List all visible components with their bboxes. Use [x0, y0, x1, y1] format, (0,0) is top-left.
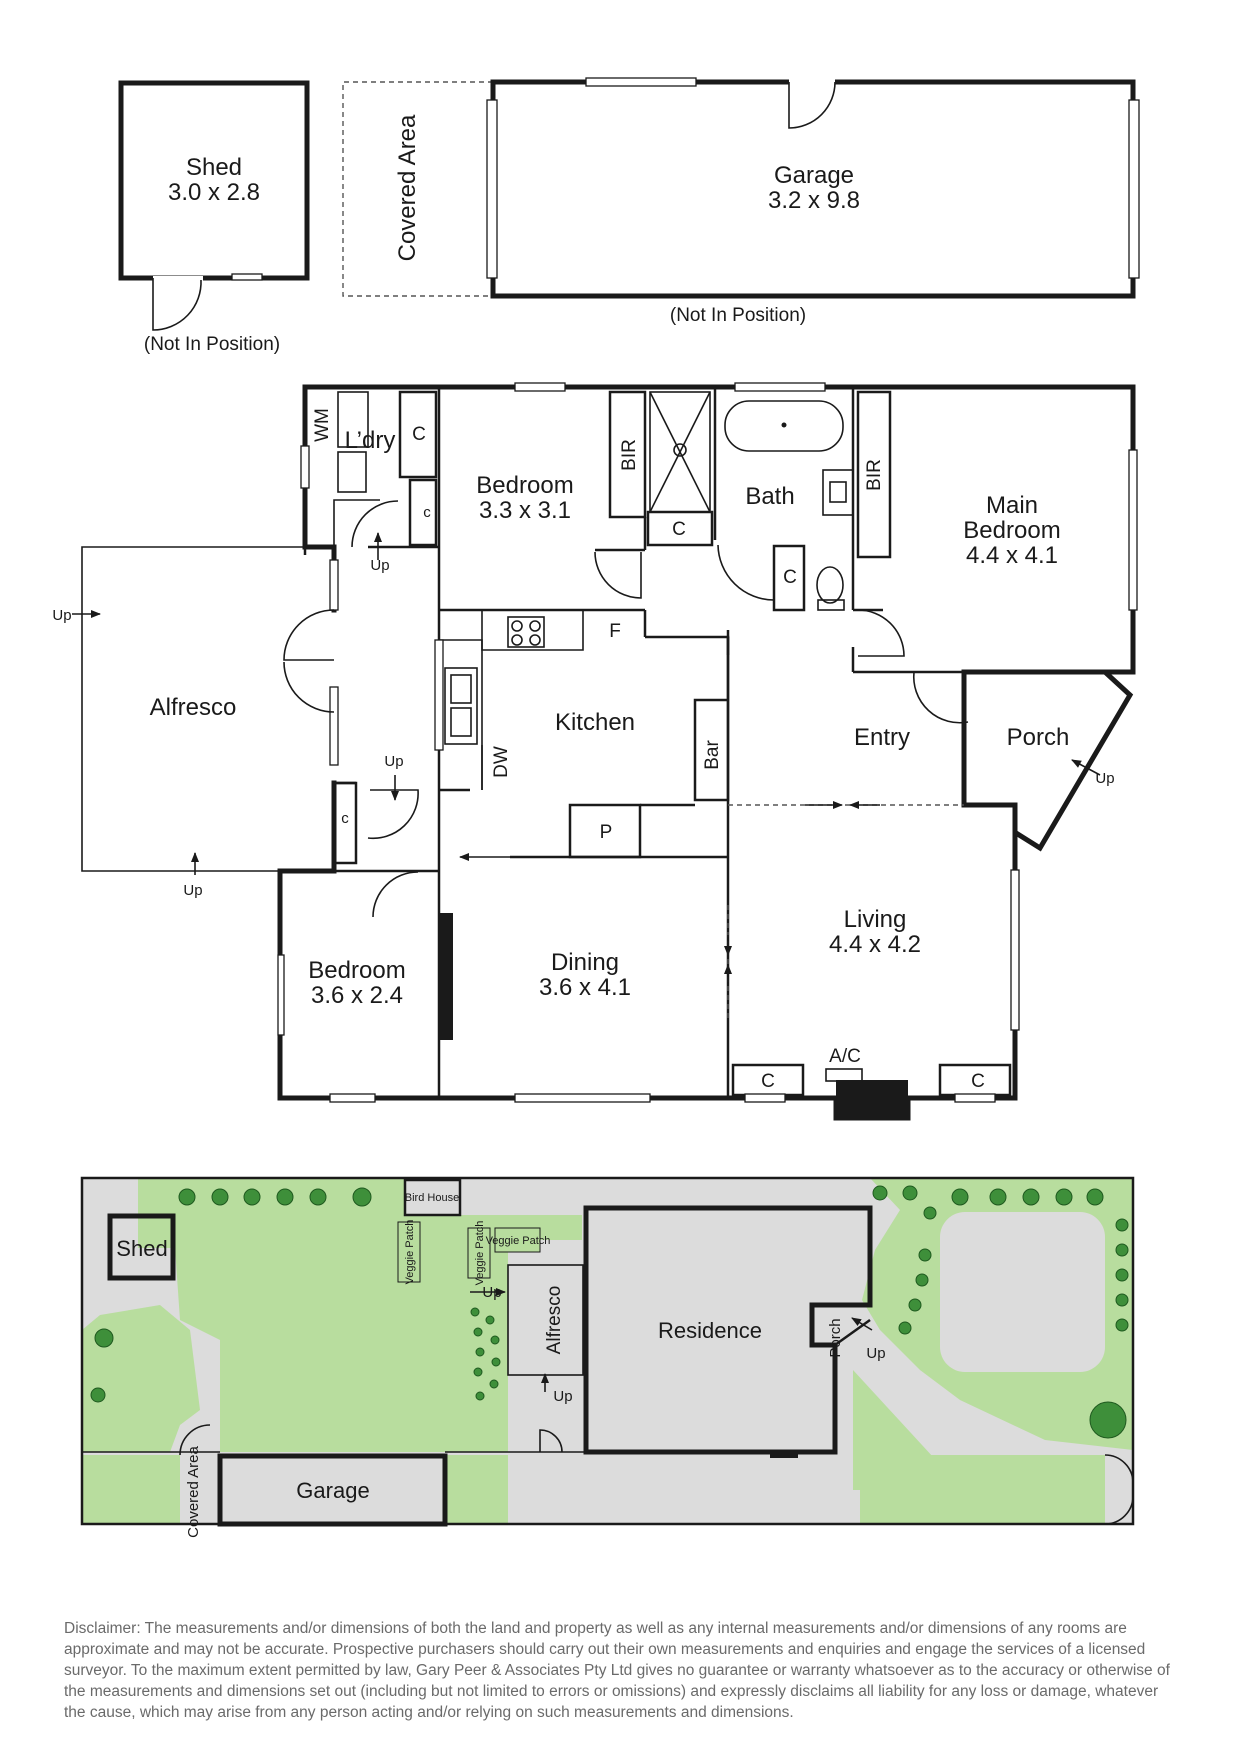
ac-label: A/C — [829, 1046, 861, 1067]
covered-area-label: Covered Area — [394, 114, 421, 261]
site-alfresco-label: Alfresco — [544, 1286, 565, 1355]
living-label: Living — [844, 906, 907, 933]
laundry-label: L’dry — [345, 427, 396, 454]
bedroom-bottom-label: Bedroom — [308, 957, 405, 984]
site-porch-label: Porch — [827, 1318, 844, 1357]
fridge-label: F — [609, 621, 621, 642]
entry-label: Entry — [854, 724, 910, 751]
hall-cupboard-label: c — [341, 810, 349, 827]
site-residence-label: Residence — [658, 1318, 762, 1343]
house-windows — [277, 382, 1138, 1103]
alfresco-outline — [81, 546, 305, 872]
wm-label: WM — [312, 408, 333, 442]
bir-bedroom-label: BIR — [619, 439, 640, 471]
up-hall: Up — [384, 753, 403, 770]
alfresco-label: Alfresco — [150, 694, 237, 721]
laundry-cupboard-label: C — [412, 424, 426, 445]
site-up-porch: Up — [866, 1345, 885, 1362]
garage-not-in-position: (Not In Position) — [670, 305, 806, 326]
bedroom-top-label: Bedroom — [476, 472, 573, 499]
shed-label: Shed — [186, 154, 242, 181]
up-alfresco-left: Up — [52, 607, 71, 624]
toilet-cupboard-label: C — [783, 567, 797, 588]
living-cupboard-left-label: C — [761, 1071, 775, 1092]
pantry-label: P — [600, 822, 613, 843]
main-bedroom-label-1: Main — [986, 492, 1038, 519]
bedroom-top-dims: 3.3 x 3.1 — [479, 497, 571, 524]
house-doors — [283, 499, 969, 918]
dining-label: Dining — [551, 949, 619, 976]
disclaimer-text: Disclaimer: The measurements and/or dime… — [64, 1620, 1170, 1721]
site-garage-label: Garage — [296, 1478, 369, 1503]
house-labels: WM L’dry C c Bedroom 3.3 x 3.1 BIR C Bat… — [52, 408, 1114, 1092]
site-veggie-patch-left: Veggie Patch — [404, 1220, 416, 1285]
site-bird-house-label: Bird House — [405, 1192, 459, 1204]
site-covered-area-label: Covered Area — [185, 1445, 202, 1537]
shed-building: Shed 3.0 x 2.8 (Not In Position) — [118, 80, 310, 355]
bir-main-label: BIR — [864, 459, 885, 491]
porch-label: Porch — [1007, 724, 1070, 751]
main-bedroom-dims: 4.4 x 4.1 — [966, 542, 1058, 569]
house-arrows — [72, 532, 1101, 985]
living-cupboard-right-label: C — [971, 1071, 985, 1092]
bar-label: Bar — [702, 740, 723, 770]
shed-dims: 3.0 x 2.8 — [168, 179, 260, 206]
main-bedroom-label-2: Bedroom — [963, 517, 1060, 544]
site-plan: Shed Bird House Veggie Patch Veggie Patc… — [80, 1176, 1135, 1538]
living-dims: 4.4 x 4.2 — [829, 931, 921, 958]
garage-label: Garage — [774, 162, 854, 189]
site-veggie-patch-right: Veggie Patch — [486, 1235, 551, 1247]
up-laundry: Up — [370, 557, 389, 574]
dw-label: DW — [491, 746, 512, 778]
garage-building: Garage 3.2 x 9.8 (Not In Position) — [486, 77, 1140, 326]
dining-dims: 3.6 x 4.1 — [539, 974, 631, 1001]
bath-cupboard-label: C — [672, 519, 686, 540]
up-porch: Up — [1095, 770, 1114, 787]
kitchen-label: Kitchen — [555, 709, 635, 736]
site-veggie-patch-mid: Veggie Patch — [474, 1221, 486, 1286]
site-up-alfresco-left: Up — [482, 1284, 501, 1301]
laundry-small-cupboard-label: c — [423, 504, 431, 521]
garage-dims: 3.2 x 9.8 — [768, 187, 860, 214]
covered-area-outbuilding: Covered Area — [342, 81, 493, 297]
site-shed-label: Shed — [116, 1236, 167, 1261]
up-alfresco-bottom: Up — [183, 882, 202, 899]
bath-label: Bath — [745, 483, 794, 510]
bedroom-bottom-dims: 3.6 x 2.4 — [311, 982, 403, 1009]
site-up-alfresco-bottom: Up — [553, 1388, 572, 1405]
shed-not-in-position: (Not In Position) — [144, 334, 280, 355]
